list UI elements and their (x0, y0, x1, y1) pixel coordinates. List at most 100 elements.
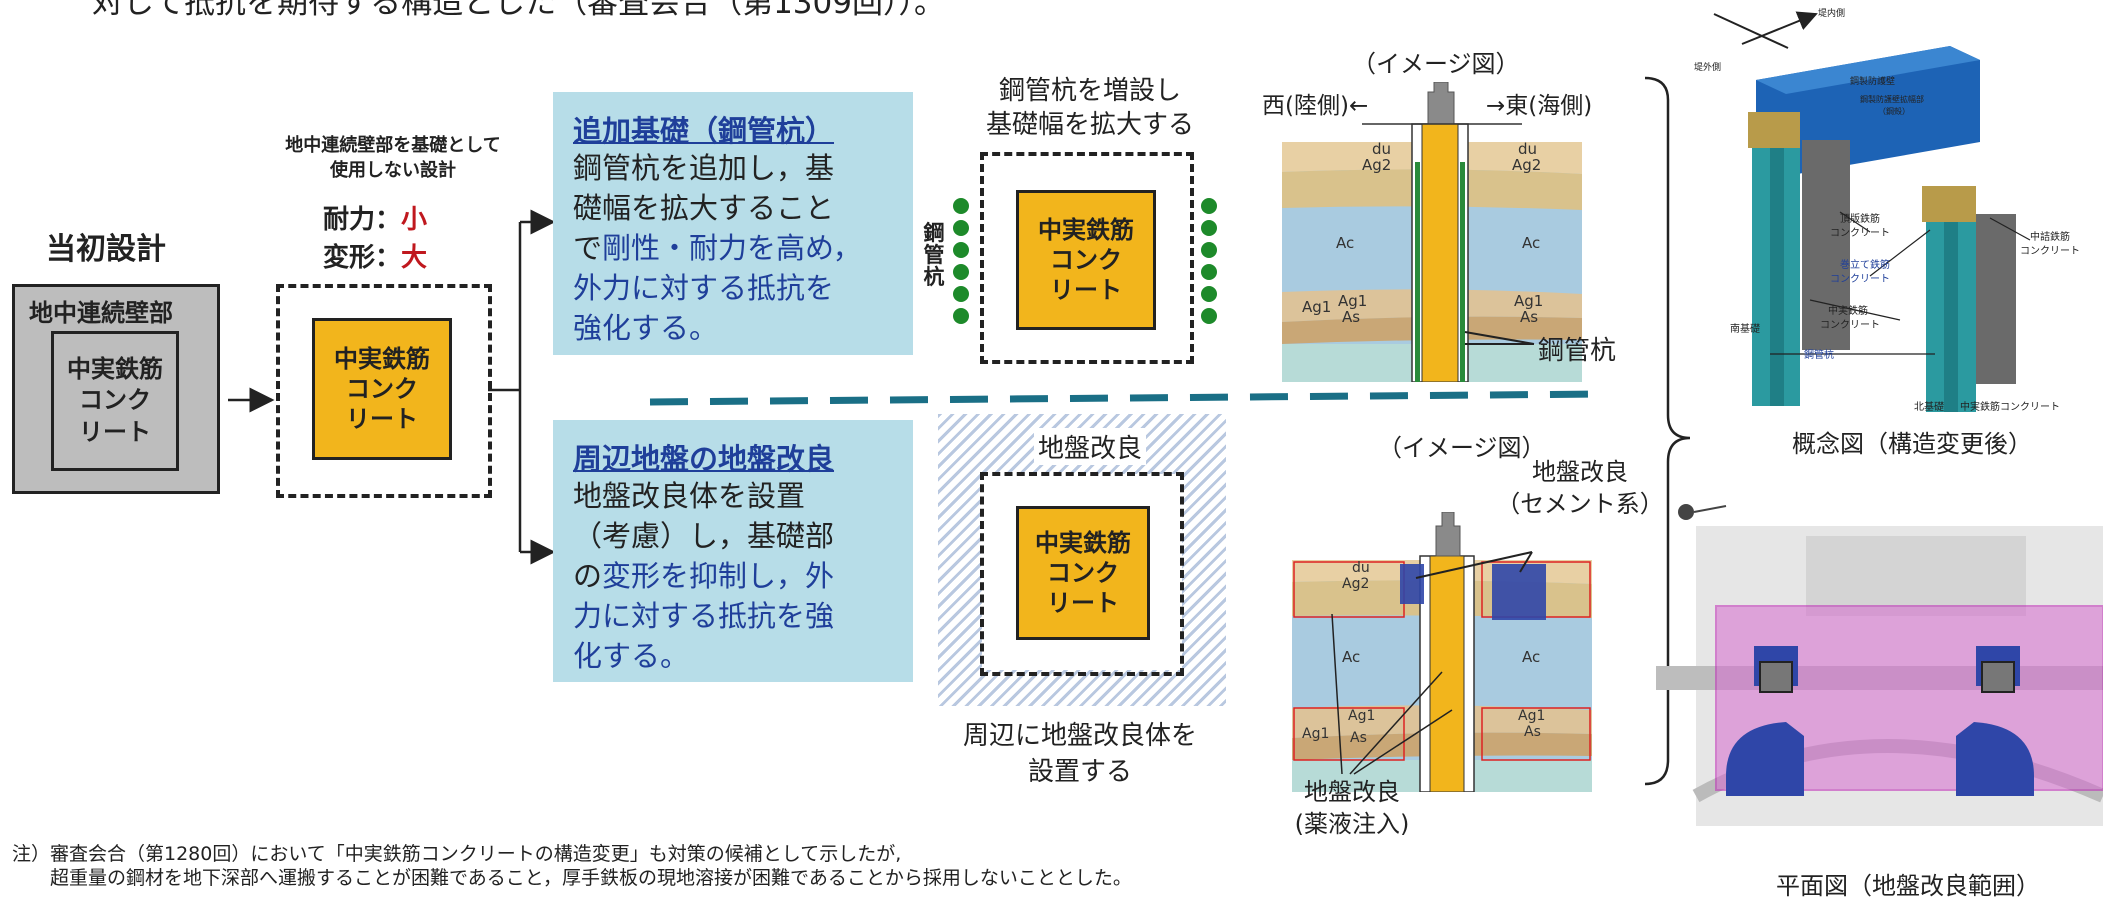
pile-dot (953, 220, 969, 236)
option2-line-2: （考慮）し，基礎部 (573, 519, 835, 553)
cement-improvement-label: 地盤改良 （セメント系） (1496, 458, 1664, 518)
initial-core-line-1: 中実鉄筋 (67, 355, 163, 384)
diaphragm-wall-label: 地中連続壁部 (29, 299, 173, 327)
concept-label-mid: 中詰鉄筋 (2030, 230, 2070, 243)
option1-title: 追加基礎（鋼管杭） (573, 114, 835, 148)
option2-title: 周辺地盤の地盤改良 (573, 442, 835, 476)
initial-core-line-3: リート (79, 417, 151, 446)
option1-core-line-1: 中実鉄筋 (1038, 216, 1134, 244)
pile-dot (1201, 286, 1217, 302)
layer-ag2-left: Ag2 (1362, 156, 1391, 174)
concept-label-ext-sub: （鋼殻） (1878, 106, 1910, 116)
pile-vertical-label: 鋼 管 杭 (923, 221, 945, 289)
option1-sketch-caption: 鋼管杭を増設し 基礎幅を拡大する (960, 74, 1220, 142)
footnote-line-1: 注）審査会合（第1280回）において「中実鉄筋コンクリートの構造変更」も対策の候… (12, 843, 902, 865)
initial-design-heading: 当初設計 (46, 232, 166, 267)
layer-ag1-left: Ag1 (1338, 292, 1367, 310)
no-wall-core-line-1: 中実鉄筋 (334, 345, 430, 373)
option2-core-line-3: リート (1047, 589, 1119, 617)
concept-3d-diagram: 堤内側 堤外側 鋼製防護壁 鋼製防護壁拡幅部 （鋼殻） 頂版鉄筋 コンクリート … (1694, 7, 2080, 413)
option2-sketch-caption-line-1: 周辺に地盤改良体を (962, 721, 1197, 751)
option1-sketch-caption-line-2: 基礎幅を拡大する (985, 110, 1194, 140)
pile-dot (1201, 264, 1217, 280)
layer-ac-right: Ac (1522, 234, 1540, 252)
initial-core-box: 中実鉄筋 コンク リート (51, 331, 179, 471)
pile-dot (953, 242, 969, 258)
layer-ac-left: Ac (1336, 234, 1354, 252)
top-sentence: 対して抵抗を期待する構造とした（審査会合（第1309回））。 (92, 0, 945, 21)
option2-dashed-outline (980, 472, 1184, 676)
concept-label-set: 巻立て鉄筋 (1840, 258, 1890, 271)
strength-value: 小 (401, 205, 428, 235)
option2-line-3: の変形を抑制し，外 (573, 559, 835, 593)
layer-ag1-right: Ag1 (1514, 292, 1543, 310)
option2-panel: 周辺地盤の地盤改良 地盤改良体を設置 （考慮）し，基礎部 の変形を抑制し，外 力… (553, 420, 913, 682)
no-wall-caption-line-2: 使用しない設計 (330, 160, 456, 181)
pile-dot (953, 264, 969, 280)
no-wall-core-line-2: コンク (346, 375, 418, 403)
layer-ag2-right: Ag2 (1512, 156, 1541, 174)
deformation-label: 変形： (323, 243, 402, 273)
strength-indicator: 耐力：小 (323, 204, 427, 236)
deformation-indicator: 変形：大 (323, 242, 427, 274)
option2-line-1: 地盤改良体を設置 (573, 479, 806, 513)
footnote: 注）審査会合（第1280回）において「中実鉄筋コンクリートの構造変更」も対策の候… (12, 842, 1132, 890)
pile-dot (1201, 242, 1217, 258)
option1-line-3: で剛性・耐力を高め， (573, 231, 862, 265)
concept-label-mid2: コンクリート (2020, 245, 2080, 257)
concept-caption: 概念図（構造変更後） (1792, 430, 2032, 458)
layer-as-left: As (1350, 730, 1367, 746)
ground-improvement-label: 地盤改良 (1034, 428, 1147, 465)
layer-ag1-left-2: Ag1 (1302, 726, 1329, 742)
layer-du-left: du (1352, 560, 1370, 576)
option-divider (649, 390, 1606, 406)
option2-sketch-caption: 周辺に地盤改良体を 設置する (930, 718, 1230, 790)
concept-label-inner: 堤内側 (1818, 7, 1845, 19)
concept-label-north: 北基礎 (1914, 400, 1944, 413)
initial-design-box: 地中連続壁部 中実鉄筋 コンク リート (12, 284, 220, 494)
concept-label-solid2: コンクリート (1820, 319, 1880, 331)
pile-dot (1201, 198, 1217, 214)
option1-dashed-outline (980, 152, 1194, 364)
concept-label-solid: 中実鉄筋 (1828, 304, 1868, 317)
layer-ag1-left: Ag1 (1348, 708, 1375, 724)
option1-panel: 追加基礎（鋼管杭） 鋼管杭を追加し，基 礎幅を拡大すること で剛性・耐力を高め，… (553, 92, 913, 355)
option1-cross-section: du Ag2 du Ag2 Ac Ac Ag1 As Ag1 Ag1 As (1282, 82, 1582, 382)
no-wall-core-line-3: リート (346, 405, 418, 433)
layer-ac-left: Ac (1342, 648, 1360, 666)
footnote-line-2: 超重量の鋼材を地下深部へ運搬することが困難であること，厚手鉄板の現地溶接が困難で… (12, 867, 1132, 889)
no-wall-dashed-outline (276, 284, 492, 498)
pile-dot (953, 198, 969, 214)
deformation-value: 大 (401, 243, 428, 273)
option2-core-line-2: コンク (1047, 559, 1119, 587)
concept-label-solidrc: 中実鉄筋コンクリート (1960, 400, 2060, 413)
chemical-improvement-label: 地盤改良 (薬液注入) (1294, 778, 1410, 838)
option2-body: 地盤改良体を設置 （考慮）し，基礎部 の変形を抑制し，外 力に対する抵抗を強 化… (573, 476, 834, 676)
option2-line-5: 化する。 (573, 639, 690, 673)
option1-core-line-2: コンク (1050, 246, 1122, 274)
right-brace (1644, 76, 1691, 786)
option1-image-title: （イメージ図） (1352, 50, 1520, 78)
layer-as-right: As (1520, 308, 1538, 326)
pile-dot (1201, 220, 1217, 236)
pile-dot (1201, 308, 1217, 324)
option1-core-box: 中実鉄筋 コンク リート (1016, 190, 1156, 330)
layer-du-left: du (1372, 140, 1391, 158)
layer-as-right: As (1524, 724, 1541, 740)
concept-label-south: 南基礎 (1730, 322, 1760, 335)
no-wall-core-box: 中実鉄筋 コンク リート (312, 318, 452, 460)
west-direction-label: 西(陸側)← (1262, 93, 1369, 119)
option2-line-4: 力に対する抵抗を強 (573, 599, 835, 633)
option2-image-title: （イメージ図） (1378, 434, 1546, 462)
option2-sketch-caption-line-2: 設置する (1027, 757, 1132, 787)
steel-pile-callout: 鋼管杭 (1538, 336, 1617, 366)
layer-du-right: du (1518, 140, 1537, 158)
option1-line-2: 礎幅を拡大すること (573, 191, 835, 225)
pile-dot (953, 286, 969, 302)
layer-ag1-left-2: Ag1 (1302, 298, 1331, 316)
east-direction-label: →東(海側) (1486, 93, 1593, 119)
option2-emphasis-1: 変形を抑制し，外 (602, 559, 835, 593)
layer-ag1-right: Ag1 (1518, 708, 1545, 724)
plan-view-caption: 平面図（地盤改良範囲） (1776, 872, 2040, 900)
layer-ag2-left: Ag2 (1342, 576, 1369, 592)
